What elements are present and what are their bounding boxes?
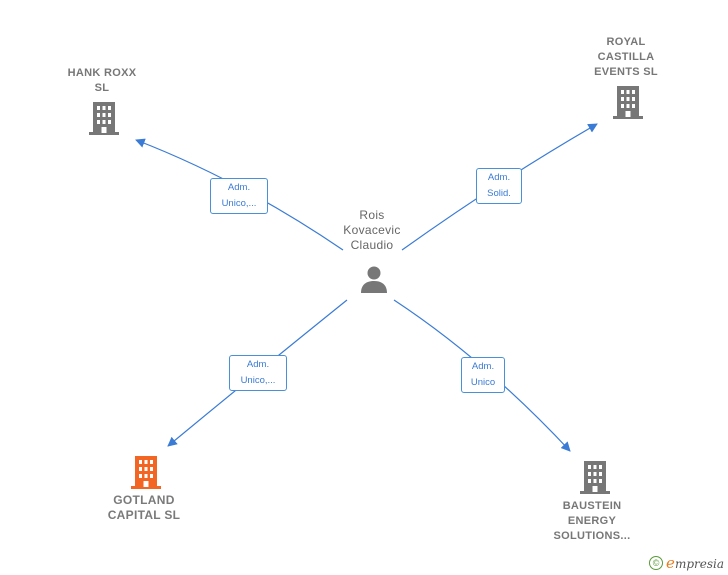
brand-logo: empresia bbox=[666, 554, 724, 572]
footer-brand: © empresia bbox=[649, 554, 724, 572]
person-name-line-2: Kovacevic bbox=[343, 223, 401, 237]
company-hank-roxx-name[interactable]: HANK ROXX SL bbox=[52, 66, 152, 96]
relation-gotland-line-2: Unico,... bbox=[240, 375, 276, 386]
relation-royal-line-2: Solid. bbox=[487, 188, 511, 199]
person-icon[interactable] bbox=[359, 264, 389, 294]
person-name[interactable]: Rois Kovacevic Claudio bbox=[322, 208, 422, 253]
relation-label-hank[interactable]: Adm. Unico,... bbox=[210, 178, 268, 214]
royal-name-line-2: CASTILLA bbox=[597, 51, 655, 63]
brand-rest: mpresia bbox=[674, 557, 724, 571]
relation-label-gotland[interactable]: Adm. Unico,... bbox=[229, 355, 287, 391]
company-baustein-energy-name[interactable]: BAUSTEIN ENERGY SOLUTIONS... bbox=[542, 499, 642, 544]
royal-name-line-1: ROYAL bbox=[606, 36, 646, 48]
relation-label-royal[interactable]: Adm. Solid. bbox=[476, 168, 522, 204]
building-icon[interactable] bbox=[130, 455, 162, 489]
royal-name-line-3: EVENTS SL bbox=[594, 66, 658, 78]
hank-name-line-2: SL bbox=[94, 82, 110, 94]
building-icon[interactable] bbox=[612, 85, 644, 119]
relation-hank-line-1: Adm. bbox=[227, 182, 251, 193]
relation-baustein-line-2: Unico bbox=[470, 377, 496, 388]
building-icon[interactable] bbox=[579, 460, 611, 494]
baustein-name-line-3: SOLUTIONS... bbox=[553, 530, 631, 542]
brand-initial: e bbox=[666, 554, 675, 572]
relation-baustein-line-1: Adm. bbox=[471, 361, 495, 372]
relation-royal-line-1: Adm. bbox=[487, 172, 511, 183]
company-royal-castilla-name[interactable]: ROYAL CASTILLA EVENTS SL bbox=[576, 35, 676, 80]
building-icon[interactable] bbox=[88, 101, 120, 135]
person-name-line-1: Rois bbox=[359, 208, 385, 222]
gotland-name-line-2: CAPITAL SL bbox=[107, 508, 181, 522]
gotland-name-line-1: GOTLAND bbox=[113, 493, 175, 507]
baustein-name-line-2: ENERGY bbox=[567, 515, 617, 527]
relation-gotland-line-1: Adm. bbox=[246, 359, 270, 370]
hank-name-line-1: HANK ROXX bbox=[67, 67, 137, 79]
baustein-name-line-1: BAUSTEIN bbox=[562, 500, 622, 512]
relation-hank-line-2: Unico,... bbox=[221, 198, 257, 209]
relation-label-baustein[interactable]: Adm. Unico bbox=[461, 357, 505, 393]
person-name-line-3: Claudio bbox=[350, 238, 394, 252]
copyright-icon: © bbox=[649, 556, 664, 570]
company-gotland-capital-name[interactable]: GOTLAND CAPITAL SL bbox=[94, 493, 194, 523]
